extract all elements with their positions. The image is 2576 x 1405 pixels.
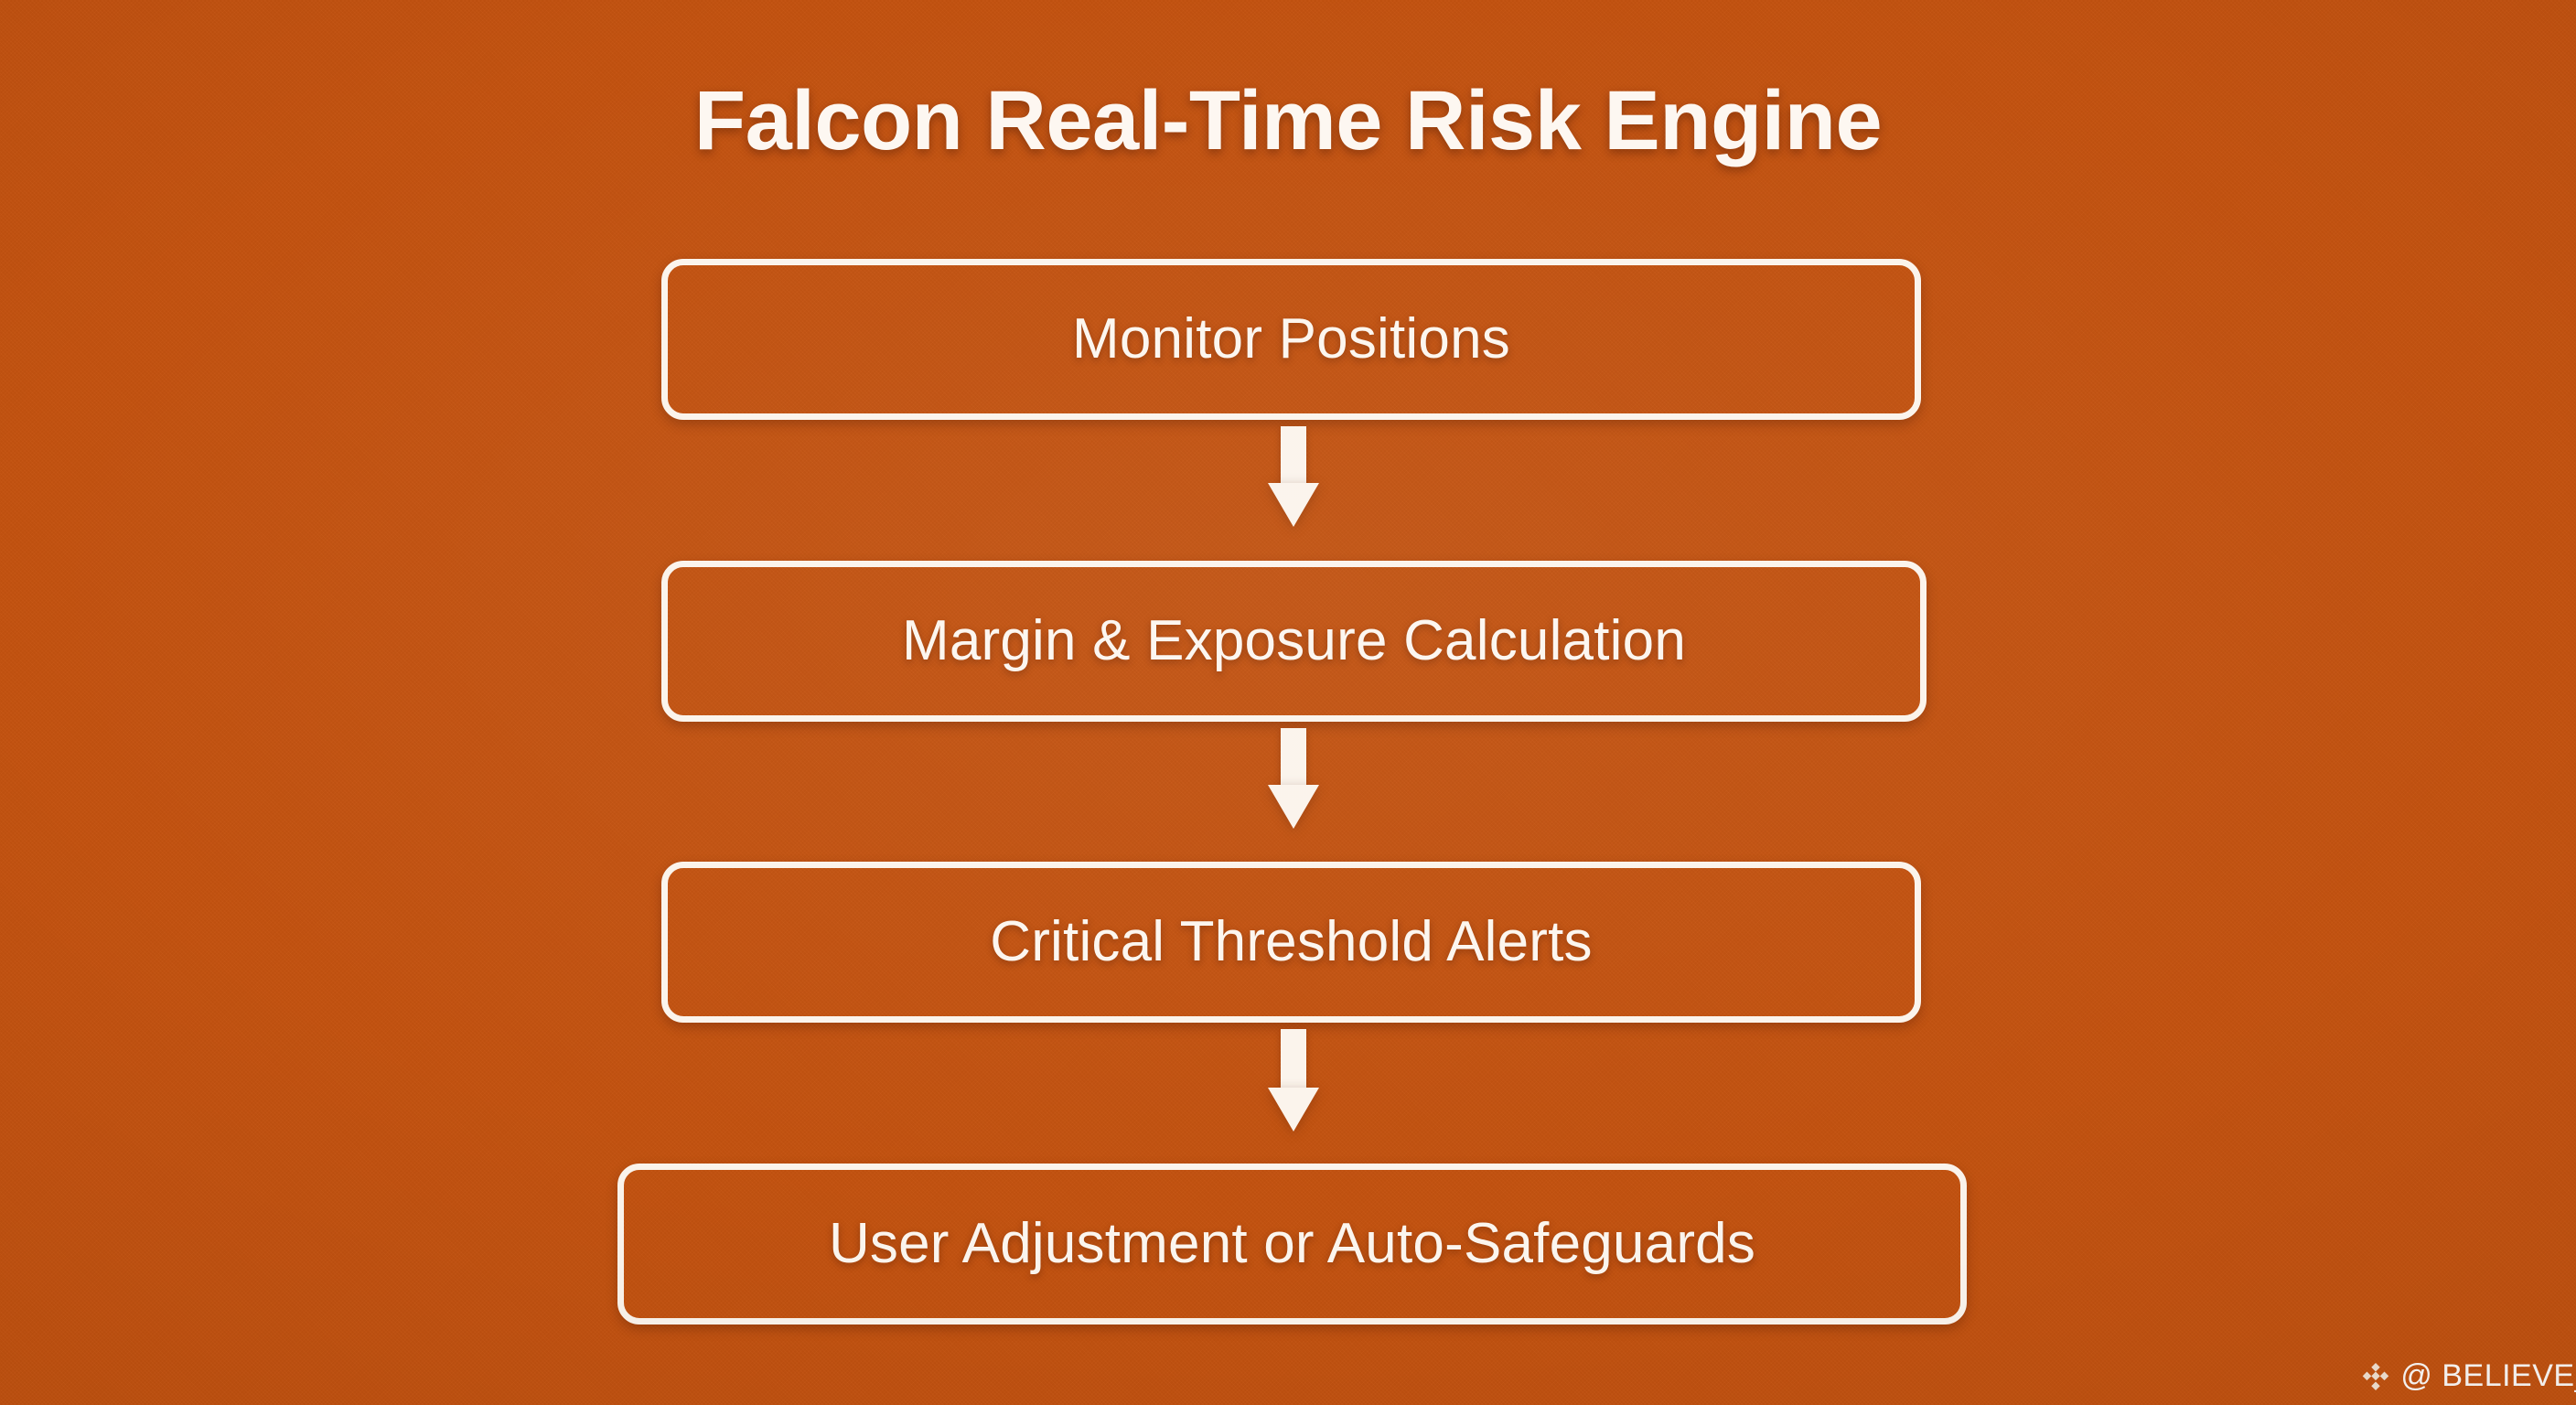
page-title: Falcon Real-Time Risk Engine xyxy=(693,74,1883,167)
flow-node-monitor-positions[interactable]: Monitor Positions xyxy=(661,259,1921,420)
arrow-down-icon xyxy=(1268,728,1319,829)
watermark-handle: @ BELIEVE_ xyxy=(2400,1358,2576,1393)
flow-node-critical-threshold-alerts[interactable]: Critical Threshold Alerts xyxy=(661,862,1921,1023)
arrow-stem xyxy=(1281,1029,1306,1088)
arrow-down-icon xyxy=(1268,1029,1319,1132)
arrow-down-icon xyxy=(1268,426,1319,527)
flow-node-label: Critical Threshold Alerts xyxy=(990,909,1593,973)
flow-node-label: Margin & Exposure Calculation xyxy=(902,608,1686,672)
arrow-head xyxy=(1268,1088,1319,1132)
arrow-head xyxy=(1268,785,1319,829)
flow-node-margin-exposure-calculation[interactable]: Margin & Exposure Calculation xyxy=(661,561,1927,722)
arrow-stem xyxy=(1281,426,1306,483)
binance-diamond-icon xyxy=(2363,1362,2389,1390)
arrow-head xyxy=(1268,483,1319,527)
watermark: @ BELIEVE_ xyxy=(2360,1358,2576,1394)
flow-node-user-adjustment-or-auto-safeguards[interactable]: User Adjustment or Auto-Safeguards xyxy=(617,1164,1967,1325)
flow-node-label: Monitor Positions xyxy=(1072,306,1510,370)
arrow-stem xyxy=(1281,728,1306,785)
flow-node-label: User Adjustment or Auto-Safeguards xyxy=(828,1211,1756,1275)
